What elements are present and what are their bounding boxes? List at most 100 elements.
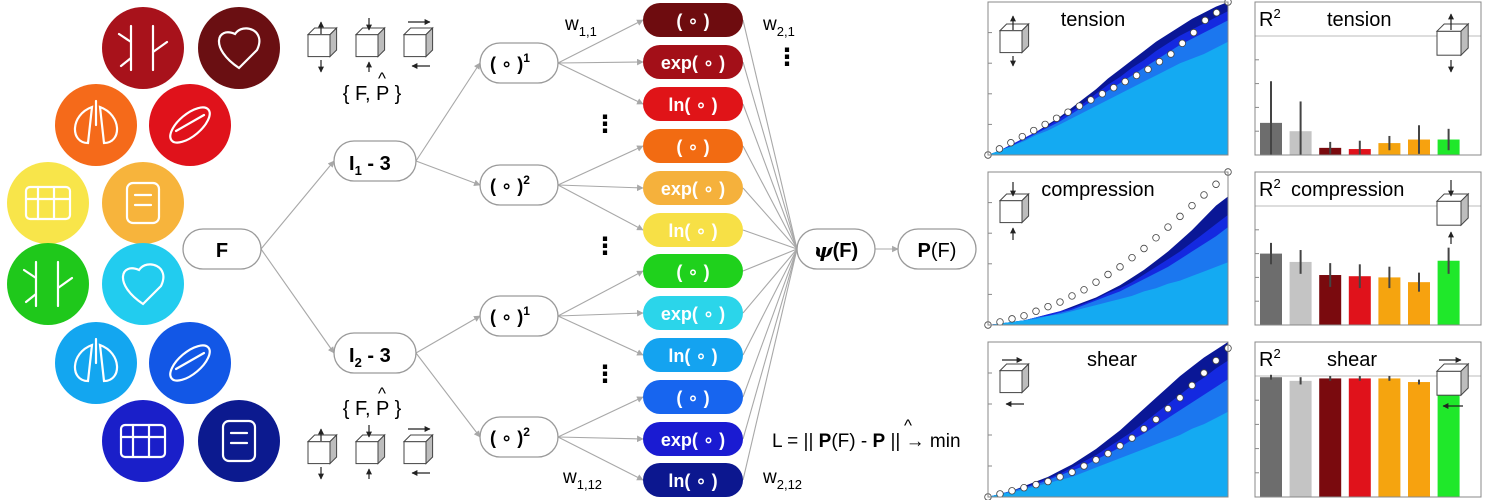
tissue-icon-cluster (7, 7, 280, 482)
bar-4 (1348, 276, 1371, 325)
activation-node-9-label: ln( ∘ ) (668, 346, 717, 366)
shear-cube-2 (402, 433, 434, 465)
svg-text:w2,1: w2,1 (762, 14, 795, 39)
scaffold-icon-glyph (119, 423, 167, 459)
data-point (1176, 212, 1184, 221)
activation-node-6: ln( ∘ ) (643, 213, 743, 247)
power-node-3-base: ( ∘ ) (490, 307, 523, 327)
fp-set-top-label: { F, P } (343, 83, 402, 105)
tension-cube-2 (306, 433, 338, 465)
invariant-2-subscript: 2 (355, 355, 362, 370)
data-point (1068, 292, 1076, 300)
bar-chart-title: shear (1327, 349, 1377, 371)
bar-6 (1408, 382, 1430, 497)
bar-4 (1348, 378, 1371, 497)
data-point (1056, 298, 1064, 306)
data-point (996, 318, 1004, 326)
data-point (1052, 114, 1061, 122)
edge (742, 248, 798, 398)
data-point (1116, 442, 1124, 450)
printed-tissue-icon-glyph (73, 337, 119, 383)
data-point (1064, 108, 1072, 116)
activation-node-10: ( ∘ ) (643, 380, 743, 414)
output-node: P(F) (897, 228, 977, 270)
jelly-cubes-icon-circle (149, 322, 231, 404)
edge (260, 248, 335, 354)
curve-cube-compression (998, 192, 1030, 224)
bar-7 (1437, 379, 1460, 497)
power-node-4-base: ( ∘ ) (490, 428, 523, 448)
curve-chart-title: shear (1087, 349, 1137, 371)
loss-hat: ^ (904, 416, 912, 435)
data-point (1032, 307, 1040, 315)
activation-node-10-label: ( ∘ ) (676, 388, 709, 408)
edge (557, 62, 644, 105)
data-point (1128, 434, 1136, 442)
invariant-1-subscript: 1 (355, 163, 362, 178)
loss-function: L = || P(F) - P || → min ^ (772, 416, 961, 452)
bar-2 (1289, 380, 1312, 497)
gel-bottle-icon-circle (102, 243, 184, 325)
edge (557, 19, 644, 64)
svg-text:I2 - 3: I2 - 3 (349, 345, 391, 370)
svg-text:w1,1: w1,1 (564, 14, 597, 39)
data-point (1104, 449, 1112, 458)
bar-7 (1437, 260, 1460, 325)
tendon-icon (198, 400, 280, 482)
edge (557, 435, 644, 443)
data-point (996, 490, 1004, 498)
area-band-4 (988, 41, 1228, 155)
bar-3 (1319, 275, 1342, 325)
muscle-icon (149, 84, 231, 166)
brain-icon-glyph (22, 260, 74, 308)
activation-node-6-label: ln( ∘ ) (668, 221, 717, 241)
activation-node-12: ln( ∘ ) (643, 463, 743, 497)
loss-minus: - (856, 431, 873, 452)
bar-cube-shear (1435, 362, 1470, 397)
activation-node-4-label: ( ∘ ) (676, 137, 709, 157)
bar-3 (1319, 378, 1342, 497)
bar-2 (1289, 261, 1312, 325)
jelly-cubes-icon-glyph (169, 344, 211, 382)
activation-node-1-label: ( ∘ ) (676, 11, 709, 31)
data-point (1008, 487, 1016, 495)
edge (742, 248, 798, 314)
svg-text:w1,12: w1,12 (562, 467, 602, 492)
bar-cube-tension (1435, 22, 1470, 57)
curve-chart-title: tension (1061, 9, 1126, 31)
edge (415, 352, 481, 438)
edge (415, 62, 481, 162)
liver-icon (102, 162, 184, 244)
invariant-2-suffix: - 3 (362, 345, 391, 367)
bar-1 (1260, 253, 1282, 325)
activation-node-8: exp( ∘ ) (643, 296, 743, 330)
ellipsis-1: ⋮ (593, 111, 617, 138)
data-point (1020, 484, 1028, 492)
weight-w2-last: w (762, 467, 777, 488)
data-point (1178, 39, 1186, 48)
loss-suffix: || → min (885, 431, 960, 452)
edge (415, 160, 481, 187)
data-point (1030, 126, 1038, 135)
power-node-1-base: ( ∘ ) (490, 54, 523, 74)
data-point (1188, 201, 1196, 210)
edge (742, 248, 798, 356)
data-point (1092, 278, 1100, 286)
data-point (1080, 462, 1088, 470)
data-point (1092, 456, 1100, 464)
area-band-4 (988, 262, 1228, 325)
lungs-icon (55, 84, 137, 166)
heart-icon (198, 7, 280, 89)
edge (742, 145, 798, 250)
edge (557, 396, 644, 438)
svg-text:( ∘ )2: ( ∘ )2 (490, 425, 530, 448)
svg-text:( ∘ )1: ( ∘ )1 (490, 304, 530, 327)
edge (557, 145, 644, 186)
data-point (1152, 415, 1160, 424)
data-point (1104, 270, 1112, 279)
arteries-icon-circle (102, 7, 184, 89)
input-node: F (182, 228, 262, 270)
tendon-icon-glyph (221, 419, 257, 463)
